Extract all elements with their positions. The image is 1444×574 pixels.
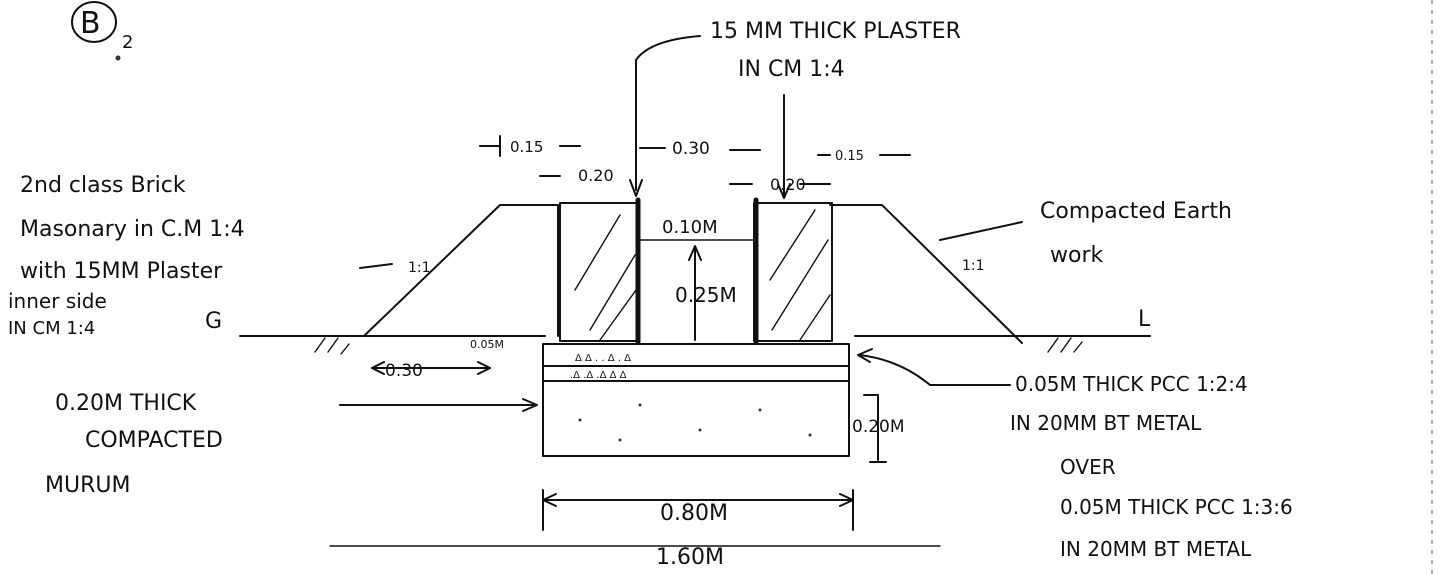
pcc-note-5: IN 20MM BT METAL — [1060, 537, 1252, 561]
dim-overall: 1.60M — [656, 545, 724, 570]
pcc-note-1: 0.05M THICK PCC 1:2:4 — [1015, 372, 1248, 396]
left-berm-dim — [371, 361, 491, 375]
pcc-leader — [859, 354, 1011, 386]
dim-depth: 0.25M — [675, 283, 737, 307]
left-brick-wall — [559, 197, 641, 345]
figure-id-letter: B — [80, 6, 101, 41]
dim-top-right: 0.15 — [835, 149, 864, 164]
murum-note-1: 0.20M THICK — [55, 391, 197, 416]
dim-clear: 0.30 — [672, 139, 710, 159]
earth-note-1: Compacted Earth — [1040, 199, 1232, 224]
murum-note-2: COMPACTED — [85, 428, 223, 453]
dim-offset: 0.05M — [470, 338, 504, 351]
dim-left-berm: 0.30 — [385, 361, 423, 381]
brick-leader — [359, 263, 393, 269]
pcc-layers: Δ Δ . . Δ . Δ .Δ .Δ .Δ Δ Δ — [542, 343, 850, 382]
figure-id: B 2 — [71, 1, 133, 61]
brick-note-4: inner side — [8, 289, 107, 313]
dim-base-width: 0.80M — [660, 501, 728, 526]
svg-text:Δ Δ . . Δ . Δ: Δ Δ . . Δ . Δ — [575, 353, 631, 364]
plaster-leader — [629, 35, 791, 199]
right-brick-wall — [753, 197, 833, 345]
murum-layer — [542, 380, 850, 457]
dim-top-left: 0.15 — [510, 138, 543, 156]
svg-text:.Δ .Δ .Δ Δ Δ: .Δ .Δ .Δ Δ Δ — [570, 370, 627, 381]
ground-line — [239, 335, 1151, 355]
figure-id-suffix: 2 — [122, 32, 133, 53]
depth-arrow — [688, 245, 702, 341]
murum-depth-dim — [863, 394, 887, 463]
pcc-note-3: OVER — [1060, 455, 1116, 479]
top-dimensions — [479, 135, 911, 185]
brick-note-2: Masonary in C.M 1:4 — [20, 217, 245, 242]
ground-mark-right: L — [1138, 307, 1151, 332]
pcc-note-4: 0.05M THICK PCC 1:3:6 — [1060, 495, 1293, 519]
dim-wall-right: 0.20 — [770, 175, 806, 194]
earth-note-2: work — [1050, 243, 1103, 268]
pcc-note-2: IN 20MM BT METAL — [1010, 411, 1202, 435]
earth-leader — [939, 221, 1023, 241]
brick-note-3: with 15MM Plaster — [20, 259, 223, 284]
slope-left: 1:1 — [408, 260, 431, 276]
dim-wall-left: 0.20 — [578, 166, 614, 185]
left-embankment — [364, 204, 559, 337]
ground-mark-left: G — [205, 309, 222, 334]
murum-note-3: MURUM — [45, 473, 130, 498]
brick-note-5: IN CM 1:4 — [8, 318, 95, 339]
brick-note-1: 2nd class Brick — [20, 173, 186, 198]
plaster-mix: IN CM 1:4 — [738, 57, 845, 82]
base-width-dim — [542, 489, 854, 531]
dim-free-board: 0.10M — [662, 217, 718, 238]
slope-right: 1:1 — [962, 258, 985, 274]
dim-murum-depth: 0.20M — [852, 417, 905, 437]
right-embankment — [829, 204, 1023, 344]
plaster-title: 15 MM THICK PLASTER — [710, 19, 961, 44]
